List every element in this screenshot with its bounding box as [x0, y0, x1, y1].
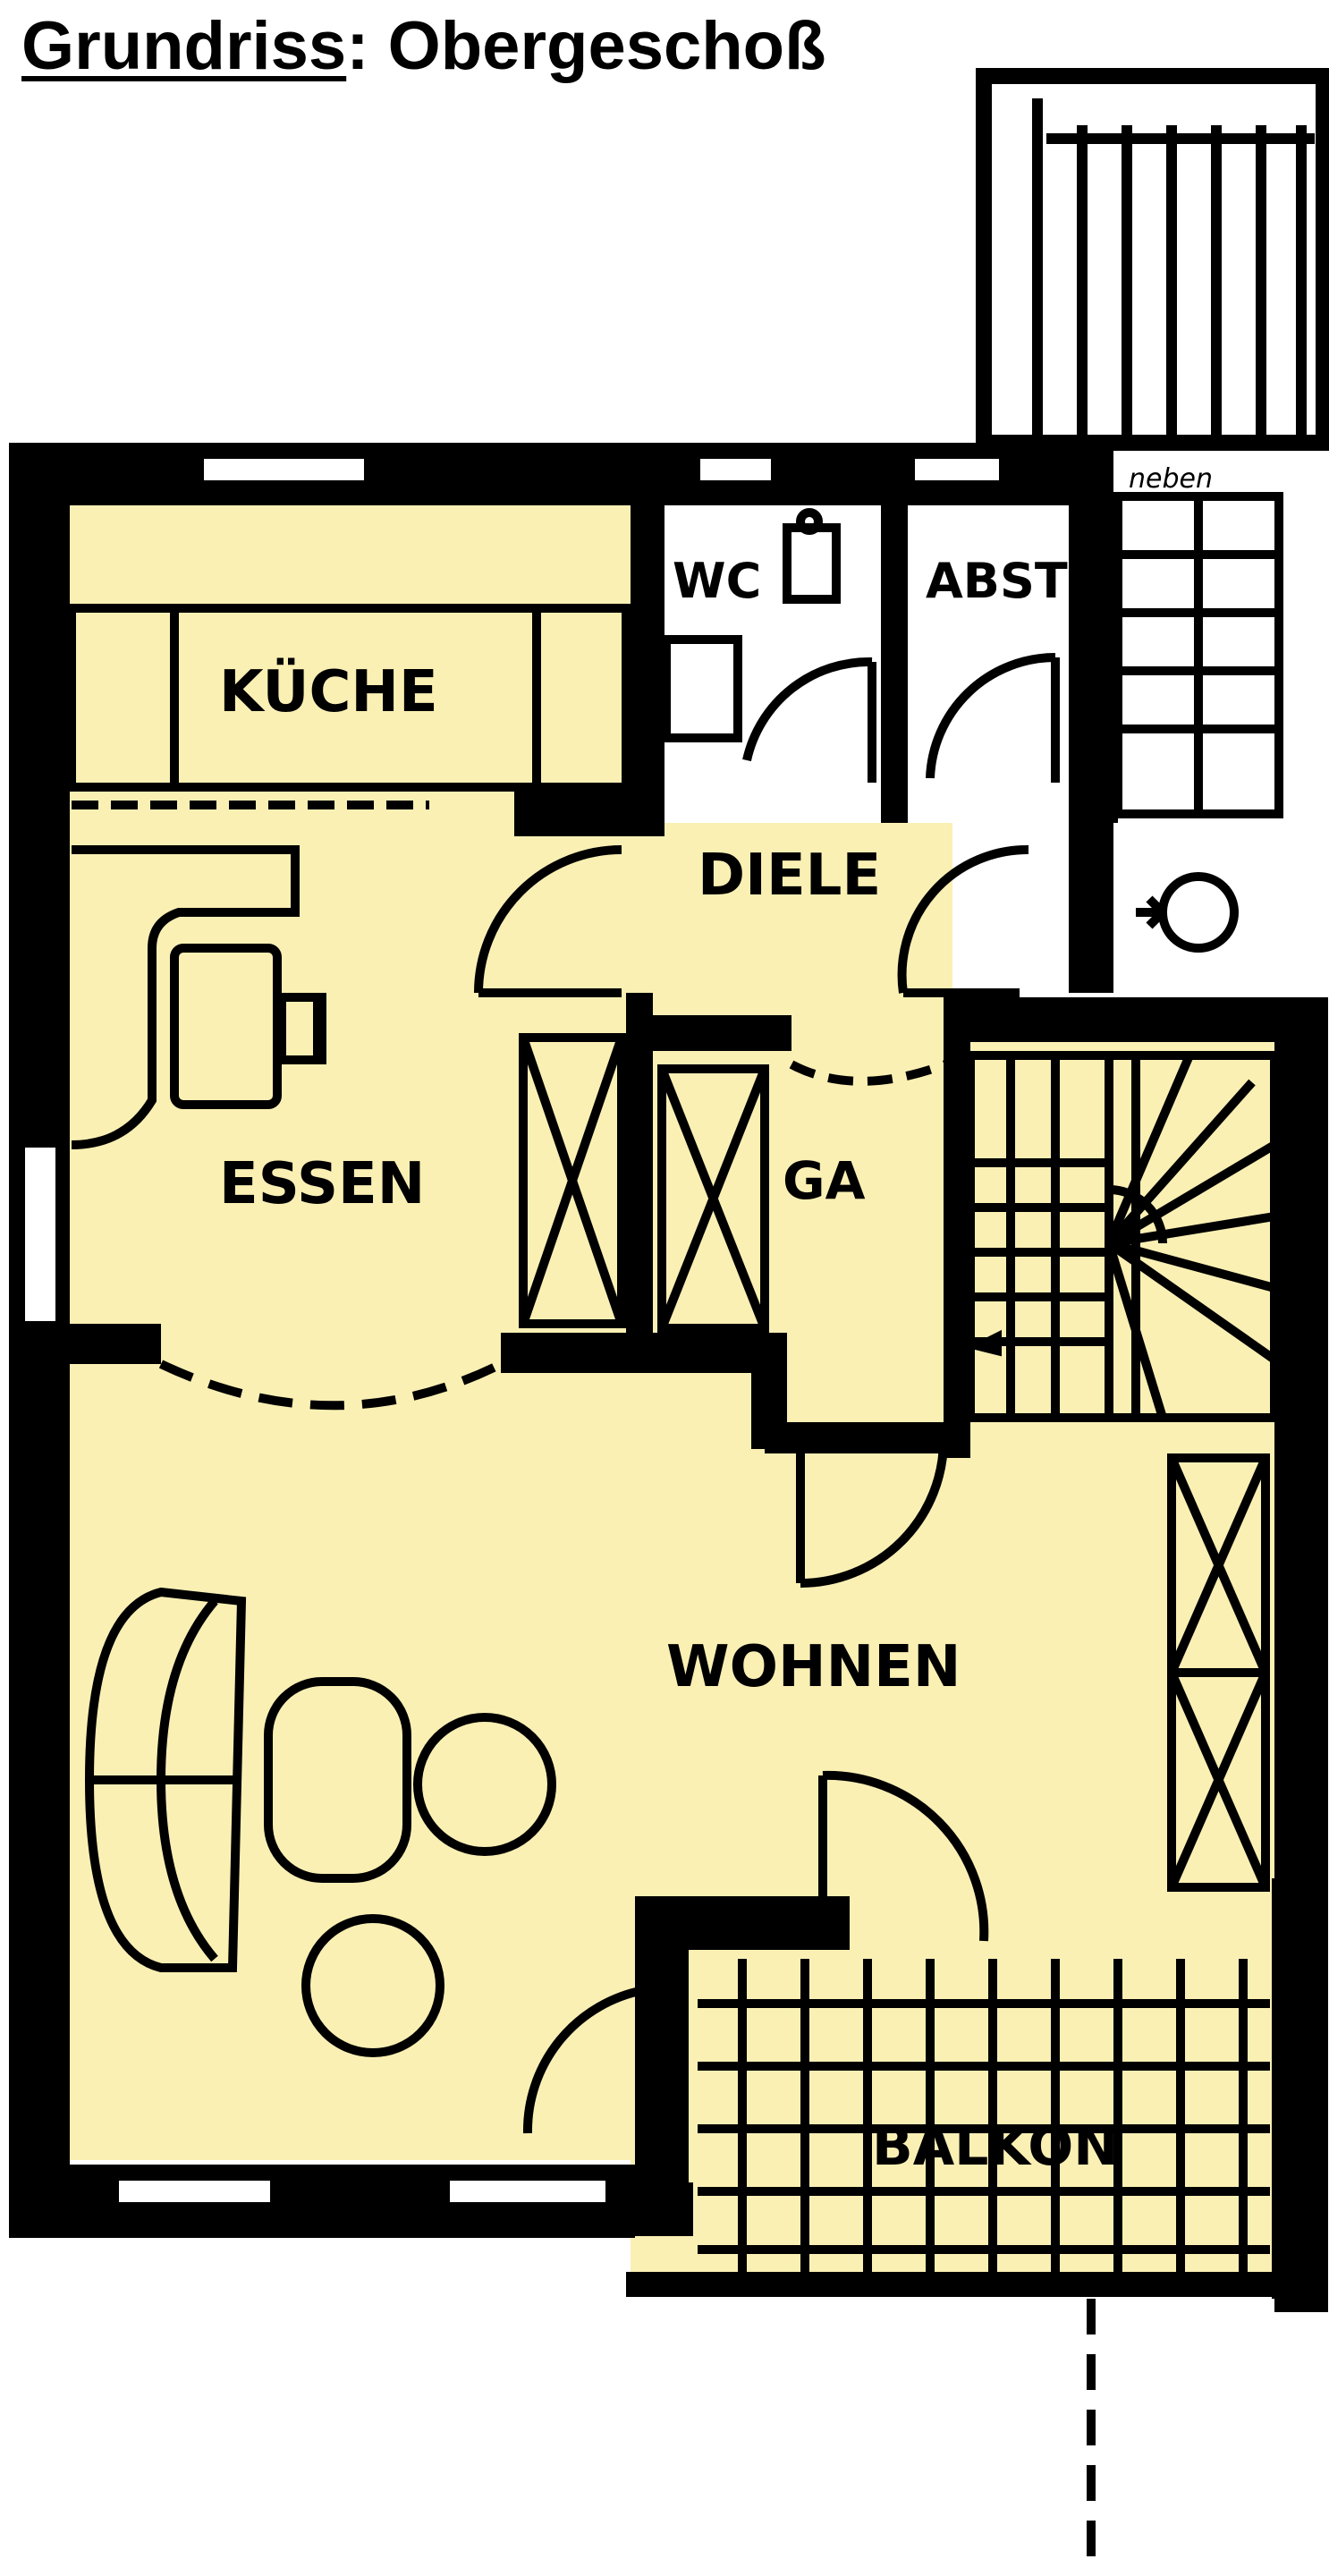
interior-stairs: [966, 1051, 1279, 1422]
room-label-ga: GA: [783, 1150, 866, 1211]
wc-fixtures: [662, 508, 841, 742]
windows: [20, 453, 1004, 2207]
walls: [9, 443, 1328, 2312]
room-label-wc: WC: [673, 553, 761, 609]
plan-title-prefix: Grundriss: [21, 8, 347, 84]
room-label-kueche: KÜCHE: [219, 657, 438, 725]
room-label-abst: ABST: [926, 553, 1068, 609]
dining-table: [71, 845, 326, 1149]
plan-title-floor: Obergeschoß: [387, 8, 826, 84]
doors: [158, 653, 1060, 2134]
plan-title: Grundriss: Obergeschoß: [21, 7, 826, 85]
kitchen-counters: [67, 604, 631, 809]
living-furniture: [84, 1587, 556, 2057]
balcony-grid: [698, 1959, 1270, 2576]
exterior-stairs: neben: [976, 68, 1329, 818]
room-label-balkon: BALKON: [872, 2115, 1118, 2178]
entrance-symbol: [1136, 872, 1239, 953]
room-label-essen: ESSEN: [219, 1151, 425, 1217]
plan-title-separator: :: [346, 8, 388, 84]
room-label-wohnen: WOHNEN: [666, 1634, 961, 1700]
room-labels: KÜCHE WC ABST DIELE ESSEN GA WOHNEN BALK…: [219, 553, 1118, 2178]
stair-mark-label: neben: [1129, 463, 1213, 495]
ga-cabinets: [519, 1033, 1270, 1892]
room-label-diele: DIELE: [698, 843, 881, 909]
